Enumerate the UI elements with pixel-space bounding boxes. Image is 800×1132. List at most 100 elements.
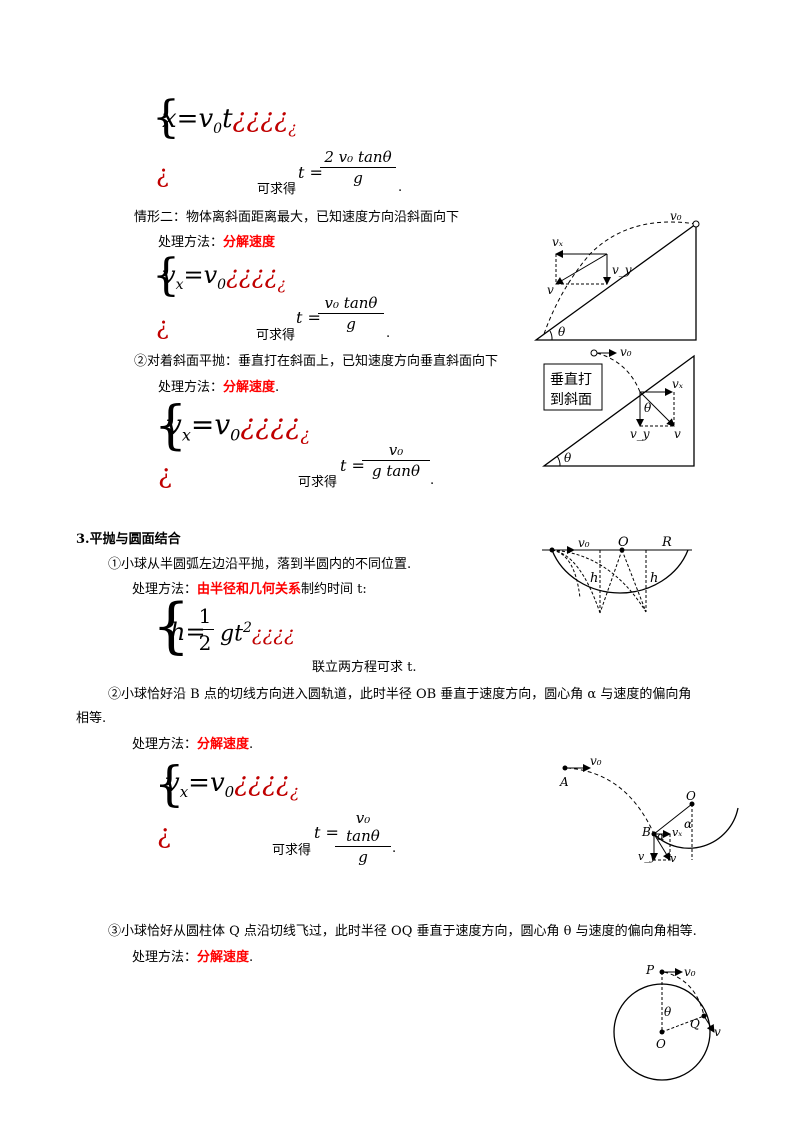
- label-R: R: [661, 535, 672, 550]
- label-box: [543, 363, 603, 411]
- label-v0: v₀: [620, 345, 632, 359]
- trajectory-b: [551, 549, 647, 613]
- component-box: [654, 834, 671, 861]
- label-box-line1: 垂直打: [550, 371, 592, 388]
- equation-5: vx=v0¿¿¿¿¿: [165, 768, 300, 803]
- label-alpha: α: [684, 817, 692, 831]
- equation-4-fraction: 1 2: [196, 604, 214, 655]
- result-2-lhs: t =: [296, 308, 321, 327]
- label-v: v: [670, 852, 677, 865]
- label-theta: θ: [558, 325, 566, 339]
- trajectory: [566, 767, 655, 835]
- trajectory: [596, 352, 641, 393]
- label-h1: h: [590, 571, 598, 586]
- radius-a: [599, 549, 623, 614]
- equation-4: h=: [170, 618, 206, 646]
- figure-perpendicular-hit: v₀ 垂直打 到斜面 vₓ θ v_y v θ: [542, 345, 695, 467]
- result-1-end: .: [398, 180, 403, 195]
- label-v0: v₀: [670, 209, 682, 223]
- label-v: v: [674, 427, 681, 441]
- label-v0: v₀: [578, 536, 590, 550]
- arrow-v: [639, 391, 675, 427]
- label-B: B: [641, 825, 651, 839]
- label-vy: v_y: [630, 427, 650, 441]
- item-2-line2: 相等.: [76, 711, 107, 726]
- section-3-heading: 3.平抛与圆面结合: [76, 532, 181, 547]
- label-theta: θ: [664, 1005, 672, 1019]
- label-O: O: [686, 789, 696, 803]
- point-A: [562, 765, 568, 771]
- label-vy: v_y: [612, 263, 632, 277]
- label-v: v: [714, 1025, 721, 1039]
- label-vy: v_y: [638, 850, 657, 863]
- trajectory: [663, 971, 705, 1017]
- circular-track: [653, 807, 739, 849]
- trajectory-c: [551, 549, 581, 599]
- label-P: P: [645, 963, 655, 977]
- label-theta-inner: θ: [644, 401, 652, 415]
- start-point: [692, 220, 700, 228]
- radius-OQ: [661, 1015, 705, 1033]
- label-vx: vₓ: [672, 377, 684, 391]
- label-theta: θ: [564, 451, 572, 465]
- point-O: [659, 1029, 665, 1035]
- start-point: [590, 349, 598, 357]
- radius-b: [621, 549, 647, 613]
- label-v: v: [547, 283, 554, 297]
- case-2-method: 处理方法：分解速度: [158, 235, 276, 250]
- arrow-v: [703, 1015, 715, 1033]
- item-2-line1: ②小球恰好沿 B 点的切线方向进入圆轨道，此时半径 OB 垂直于速度方向，圆心角…: [108, 687, 692, 702]
- theta-arc: [549, 330, 553, 341]
- case-2-title: 情形二：物体离斜面距离最大，已知速度方向沿斜面向下: [134, 210, 460, 225]
- item-1: ①小球从半圆弧左边沿平抛，落到半圆内的不同位置.: [108, 557, 412, 572]
- result-1-lhs: t =: [298, 163, 323, 182]
- semicircle-arc: [551, 549, 689, 594]
- result-3-prefix: 可求得: [298, 475, 338, 490]
- label-Q: Q: [690, 1017, 700, 1031]
- equation-2: vx=v0¿¿¿¿¿: [162, 261, 287, 293]
- result-2-fraction: v₀ tanθ g: [318, 294, 384, 333]
- component-box: [640, 392, 675, 427]
- result-3-end: .: [430, 473, 435, 488]
- equation-4-rest: gt2¿¿¿¿: [220, 620, 295, 647]
- brace-5: {: [154, 756, 185, 812]
- result-3-lhs: t =: [340, 456, 365, 475]
- slope-triangle: [542, 354, 695, 467]
- arrow-v: [555, 253, 608, 285]
- label-box-line2: 到斜面: [550, 392, 592, 408]
- brace-4: {: [152, 591, 191, 661]
- result-2-end: .: [386, 326, 391, 341]
- theta-arc: [556, 455, 561, 467]
- equation-1-bottom: ¿: [156, 160, 169, 188]
- component-box: [555, 254, 607, 285]
- case-3-title: ②对着斜面平抛：垂直打在斜面上，已知速度方向垂直斜面向下: [134, 354, 499, 369]
- brace-3: {: [154, 396, 188, 456]
- label-O: O: [656, 1037, 666, 1051]
- result-5-fraction: v₀ tanθ g: [335, 809, 391, 866]
- result-5-prefix: 可求得: [272, 843, 312, 858]
- equation-1: x=v0t¿¿¿¿¿: [162, 104, 297, 138]
- equation-2-bottom: ¿: [156, 312, 169, 340]
- label-v0: v₀: [684, 965, 696, 979]
- label-h2: h: [650, 571, 658, 586]
- result-1-fraction: 2 v₀ tanθ g: [320, 148, 396, 187]
- result-5-end: .: [392, 841, 397, 856]
- item-3: ③小球恰好从圆柱体 Q 点沿切线飞过，此时半径 OQ 垂直于速度方向，圆心角 θ…: [108, 924, 697, 939]
- result-2-prefix: 可求得: [256, 328, 296, 343]
- label-alpha-2: α: [657, 830, 665, 843]
- equation-5-bottom: ¿: [157, 820, 171, 850]
- equation-4-after: 联立两方程可求 t.: [312, 660, 417, 675]
- brace-1: {: [152, 92, 180, 143]
- equation-3-bottom: ¿: [158, 460, 172, 490]
- case-3-method: 处理方法：分解速度.: [158, 380, 280, 395]
- equation-3: vx=v0¿¿¿¿¿: [166, 408, 311, 446]
- result-3-fraction: v₀ g tanθ: [362, 441, 430, 480]
- result-5-lhs: t =: [314, 823, 339, 842]
- figure-semicircle: v₀ O R h h: [542, 535, 692, 614]
- figure-slope-max-distance: v₀ vₓ v_y v θ: [533, 209, 700, 341]
- slope-triangle: [533, 222, 697, 341]
- result-1-prefix: 可求得: [257, 182, 297, 197]
- label-vx: vₓ: [672, 826, 682, 839]
- item-3-method: 处理方法：分解速度.: [132, 950, 254, 965]
- figure-cylinder: P v₀ θ Q v O: [613, 963, 721, 1081]
